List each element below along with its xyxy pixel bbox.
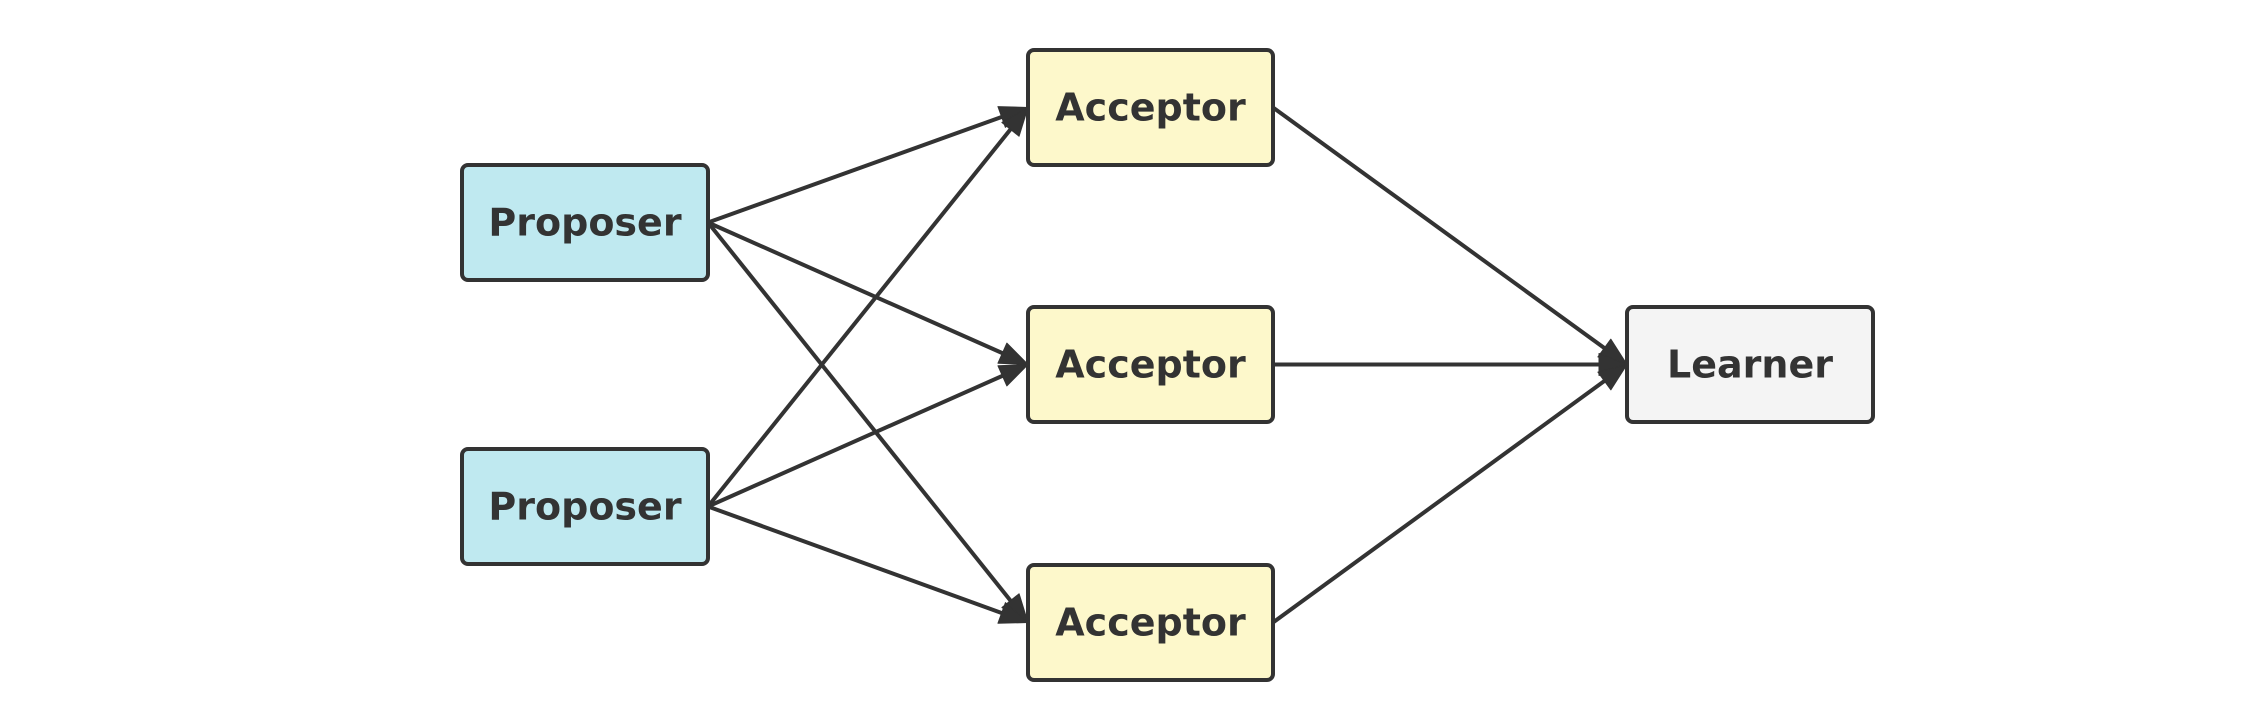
arrowhead-icon bbox=[997, 364, 1029, 387]
acceptor-box bbox=[1026, 563, 1275, 682]
acceptor-label: Acceptor bbox=[1055, 601, 1246, 645]
edge-acceptor-1-to-learner bbox=[1271, 105, 1628, 365]
acceptor-label: Acceptor bbox=[1055, 343, 1246, 387]
edge-line bbox=[707, 372, 1007, 509]
acceptor-box bbox=[1026, 48, 1275, 167]
edge-proposer-2-to-acceptor-1 bbox=[706, 107, 1029, 508]
edge-line bbox=[707, 220, 1007, 357]
proposer-box bbox=[460, 163, 710, 282]
proposer-label: Proposer bbox=[488, 485, 681, 529]
proposer-node: Proposer bbox=[460, 163, 710, 282]
edge-proposer-1-to-acceptor-2 bbox=[707, 220, 1029, 365]
learner-box bbox=[1625, 305, 1875, 424]
arrowhead-icon bbox=[997, 342, 1029, 365]
acceptor-node: Acceptor bbox=[1026, 305, 1275, 424]
acceptor-node: Acceptor bbox=[1026, 563, 1275, 682]
edge-line bbox=[1271, 377, 1609, 625]
edge-line bbox=[707, 113, 1007, 225]
edge-proposer-2-to-acceptor-3 bbox=[707, 504, 1029, 624]
proposer-label: Proposer bbox=[488, 201, 681, 245]
edge-acceptor-2-to-learner bbox=[1273, 353, 1628, 376]
arrowhead-icon bbox=[1001, 107, 1029, 137]
proposer-node: Proposer bbox=[460, 447, 710, 566]
edge-line bbox=[706, 221, 1015, 606]
learner-node: Learner bbox=[1625, 305, 1875, 424]
edge-line bbox=[707, 504, 1007, 617]
acceptor-box bbox=[1026, 305, 1275, 424]
edge-line bbox=[706, 124, 1015, 508]
nodes-layer: ProposerProposerAcceptorAcceptorAcceptor… bbox=[460, 48, 1875, 682]
edge-proposer-2-to-acceptor-2 bbox=[707, 364, 1029, 509]
edge-line bbox=[1271, 105, 1609, 353]
learner-label: Learner bbox=[1667, 343, 1833, 387]
arrowhead-icon bbox=[997, 602, 1029, 624]
acceptor-label: Acceptor bbox=[1055, 86, 1246, 130]
arrowhead-icon bbox=[1597, 364, 1628, 391]
edge-acceptor-3-to-learner bbox=[1271, 364, 1628, 625]
proposer-box bbox=[460, 447, 710, 566]
edges-layer bbox=[706, 105, 1628, 625]
acceptor-node: Acceptor bbox=[1026, 48, 1275, 167]
